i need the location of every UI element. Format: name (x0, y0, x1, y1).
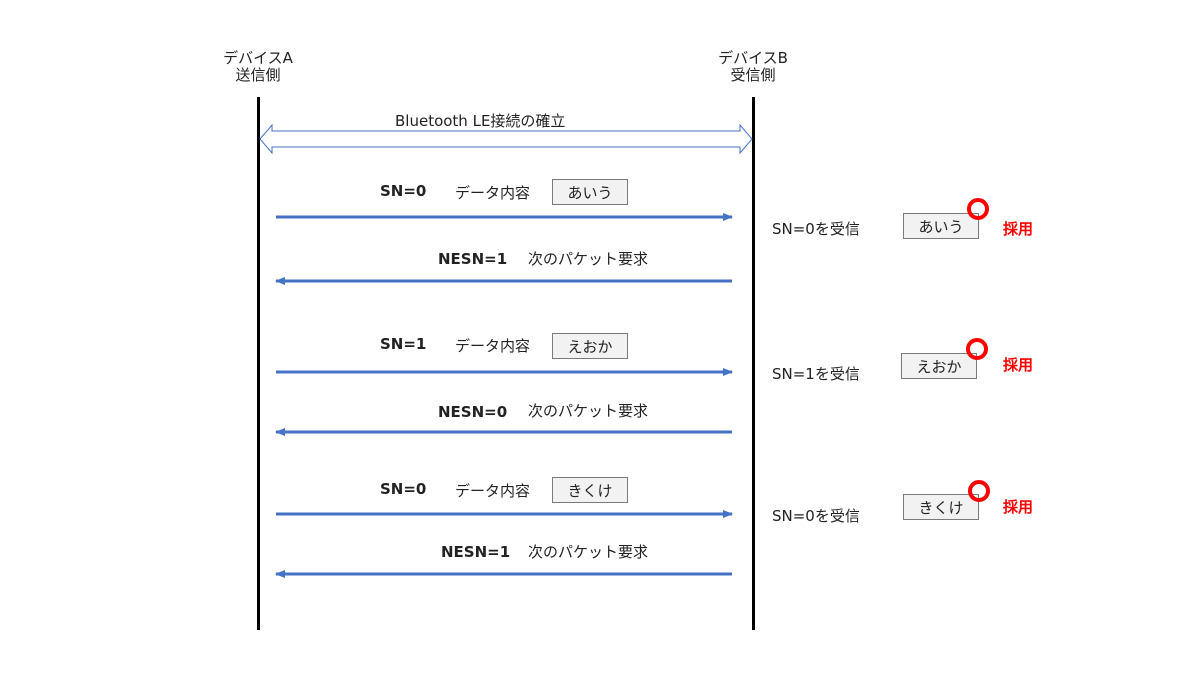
nesn-label-2: NESN=0 (438, 403, 508, 421)
received-label-1: SN=0を受信 (772, 220, 860, 238)
adopt-label-1: 採用 (1003, 220, 1034, 238)
payload-box-3: きくけ (552, 477, 628, 503)
received-label-3: SN=0を受信 (772, 507, 860, 525)
device-b-name: デバイスB (718, 49, 788, 67)
adopt-label-2: 採用 (1003, 356, 1034, 374)
device-a-header: デバイスA 送信側 (198, 50, 318, 84)
sn-label-2: SN=1 (380, 335, 427, 353)
payload-box-2: えおか (552, 333, 628, 359)
connection-label: Bluetooth LE接続の確立 (395, 112, 566, 130)
lifeline-device-a (257, 97, 260, 630)
request-label-2: 次のパケット要求 (528, 402, 649, 420)
device-b-role: 受信側 (730, 66, 776, 84)
stored-box-2: えおか (901, 353, 977, 379)
sn-label-3: SN=0 (380, 480, 427, 498)
device-a-role: 送信側 (235, 66, 281, 84)
data-label-1: データ内容 (455, 184, 531, 202)
device-b-header: デバイスB 受信側 (693, 50, 813, 84)
received-label-2: SN=1を受信 (772, 365, 860, 383)
request-label-1: 次のパケット要求 (528, 250, 649, 268)
adopt-circle-icon-1 (967, 198, 989, 220)
lifeline-device-b (752, 97, 755, 630)
nesn-label-1: NESN=1 (438, 250, 508, 268)
adopt-circle-icon-2 (966, 338, 988, 360)
sn-label-1: SN=0 (380, 182, 427, 200)
connection-double-arrow (259, 123, 753, 155)
request-label-3: 次のパケット要求 (528, 543, 649, 561)
stored-box-3: きくけ (903, 494, 979, 520)
data-label-2: データ内容 (455, 337, 531, 355)
adopt-label-3: 採用 (1003, 498, 1034, 516)
device-a-name: デバイスA (223, 49, 293, 67)
data-label-3: データ内容 (455, 482, 531, 500)
nesn-label-3: NESN=1 (441, 543, 511, 561)
payload-box-1: あいう (552, 179, 628, 205)
adopt-circle-icon-3 (968, 480, 990, 502)
stored-box-1: あいう (903, 213, 979, 239)
